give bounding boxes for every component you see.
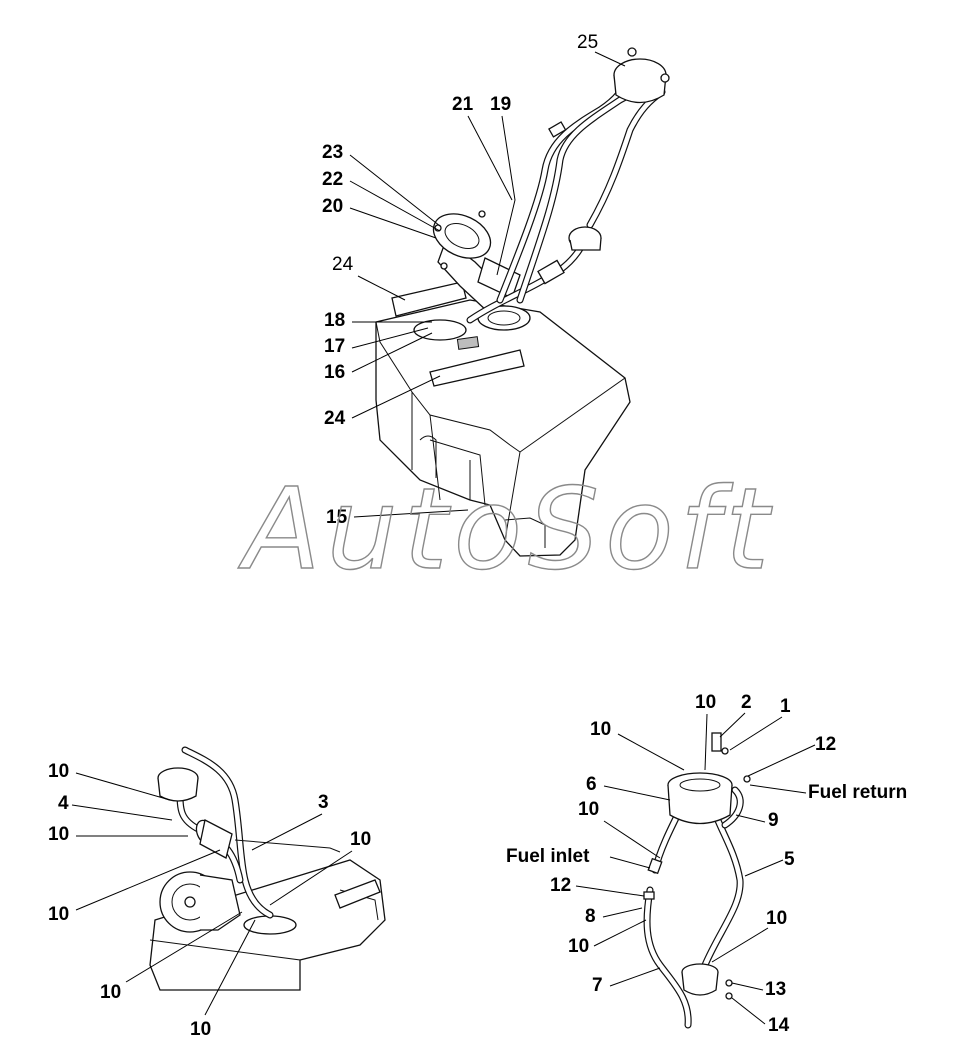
callout-right-10-d: 10: [766, 908, 787, 929]
callout-25: 25: [577, 32, 598, 53]
right-detail: 10 2 1 10 12 Fuel return 6 10 9 Fuel inl…: [506, 692, 907, 1036]
callout-left-10-a: 10: [48, 761, 69, 782]
callout-right-7: 7: [592, 975, 603, 996]
callout-right-8: 8: [585, 906, 596, 927]
callout-right-1: 1: [780, 696, 791, 717]
callout-right-10-a: 10: [590, 719, 611, 740]
callout-20: 20: [322, 196, 343, 217]
callout-right-10-c: 10: [568, 936, 589, 957]
label-fuel-return: Fuel return: [808, 782, 907, 803]
label-fuel-inlet: Fuel inlet: [506, 846, 590, 867]
callout-left-10-f: 10: [190, 1019, 211, 1040]
left-detail: 10 4 10 3 10 10 10 10: [48, 746, 386, 1040]
callout-left-10-e: 10: [100, 982, 121, 1003]
callout-right-2: 2: [741, 692, 752, 713]
callout-23: 23: [322, 142, 343, 163]
callout-left-3: 3: [318, 792, 329, 813]
callout-right-13: 13: [765, 979, 786, 1000]
callout-16: 16: [324, 362, 345, 383]
callout-24-top: 24: [332, 254, 354, 275]
callout-left-10-b: 10: [48, 824, 69, 845]
callout-right-6: 6: [586, 774, 597, 795]
callout-18: 18: [324, 310, 345, 331]
callout-right-10-b: 10: [578, 799, 599, 820]
callout-17: 17: [324, 336, 345, 357]
callout-22: 22: [322, 169, 343, 190]
filler-neck: [432, 210, 521, 313]
callout-15: 15: [326, 507, 348, 528]
fuel-tank: [375, 281, 631, 557]
callout-left-10-d: 10: [48, 904, 69, 925]
fuel-lines-top: [466, 47, 670, 324]
callout-left-10-c: 10: [350, 829, 371, 850]
top-assembly: 25 21 19 23 22 20 24 18 17 16 24 15: [322, 32, 670, 557]
callout-right-5: 5: [784, 849, 795, 870]
callout-24-bottom: 24: [324, 408, 346, 429]
callout-right-12-top: 12: [815, 734, 836, 755]
callout-right-12-bottom: 12: [550, 875, 571, 896]
callout-right-10-top: 10: [695, 692, 716, 713]
callout-right-9: 9: [768, 810, 779, 831]
callout-19: 19: [490, 94, 511, 115]
callout-21: 21: [452, 94, 474, 115]
callout-right-14: 14: [768, 1015, 790, 1036]
callout-left-4: 4: [58, 793, 69, 814]
watermark-text: AutoSoft: [238, 465, 775, 595]
